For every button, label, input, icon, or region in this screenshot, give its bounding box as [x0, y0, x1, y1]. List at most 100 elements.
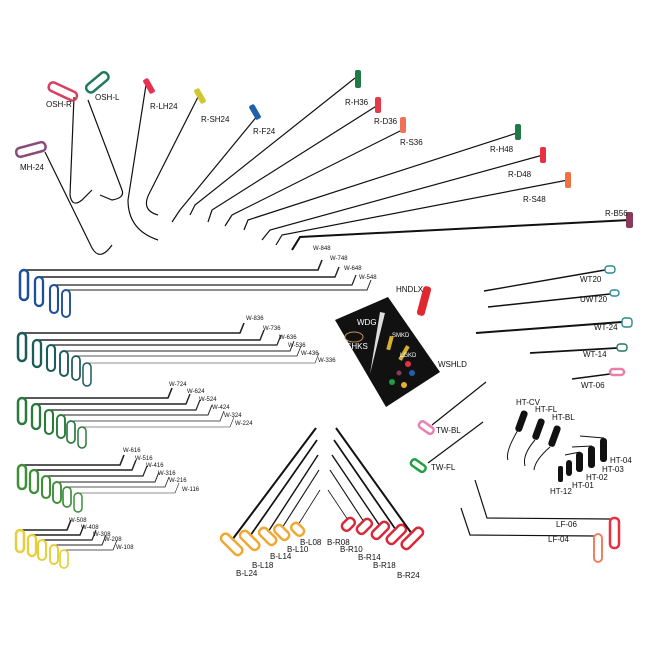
blade-rod-handle [289, 521, 306, 538]
blade-rod-label: B-R14 [358, 553, 381, 562]
t-wrenches [409, 381, 487, 474]
handle-r-f24 [249, 104, 261, 120]
wire-rod-shaft [76, 345, 302, 357]
whale-tail-label: WT-06 [581, 381, 605, 390]
wire-rod-handle [40, 474, 52, 500]
rod-r-sh24 [145, 96, 199, 216]
wire-rod-shaft [64, 340, 295, 352]
wire-rod-label: W-108 [116, 545, 134, 551]
blade-rod-shaft [267, 454, 319, 533]
rod-label: R-H36 [345, 98, 369, 107]
wire-rod-label: W-116 [182, 487, 200, 493]
handle-r-lh24 [143, 78, 155, 94]
wire-rod-handle [82, 362, 92, 387]
blade-rod-handle [238, 529, 261, 552]
kit-label: WDG [357, 318, 377, 327]
wire-rod-handle [62, 486, 72, 508]
kit-label: LGKD [400, 353, 417, 359]
rod-r-b56 [291, 219, 631, 251]
wire-rod-shaft [78, 482, 180, 494]
wire-rod-shaft [24, 259, 323, 271]
wire-rod-label: W-216 [169, 478, 187, 484]
wire-rod-shaft [46, 465, 148, 477]
blade-rod-handle [355, 517, 374, 536]
wire-rod-handle [45, 343, 57, 373]
wire-rod-shaft [34, 459, 137, 471]
rod-label: R-F24 [253, 127, 276, 136]
rod-label: R-B56 [605, 209, 628, 218]
wire-rod-handle [33, 275, 45, 308]
kit-label: WSHLD [438, 360, 467, 369]
hand-tool-label: HT-04 [610, 456, 632, 465]
whale-tail-label: WT20 [580, 275, 602, 284]
blade-rod-handle [385, 523, 408, 546]
wire-rod-shaft [87, 352, 320, 364]
wire-rod-handle [30, 402, 42, 431]
wire-rod-handle [59, 350, 69, 377]
rod-label: R-H48 [490, 145, 514, 154]
wire-rod-handle [59, 549, 69, 569]
handle-r-d36 [375, 97, 381, 113]
blade-rod-label: B-R18 [373, 561, 396, 570]
wire-rod-handle [31, 338, 43, 369]
rod-r-h36 [189, 77, 356, 216]
rod-r-s36 [224, 129, 403, 227]
rod-label: OSH-L [95, 93, 120, 102]
wire-rod-label: W-536 [288, 343, 306, 349]
wire-rod-label: W-516 [135, 456, 153, 462]
wire-rod-shaft [54, 534, 107, 546]
blade-rod-handle [400, 526, 425, 551]
wire-rod-shaft [22, 322, 245, 334]
rod-label: MH-24 [20, 163, 45, 172]
handle-mh-24 [14, 140, 47, 159]
wire-rod-label: W-836 [246, 316, 264, 322]
wire-rod-handle [49, 544, 59, 565]
hand-tool-label: HT-FL [535, 405, 558, 414]
whale-tails [475, 265, 633, 380]
wire-rod-handle [73, 492, 83, 513]
wire-rod-shaft [71, 410, 225, 422]
hand-tool-label: HT-CV [516, 398, 540, 407]
rod-r-d36 [207, 104, 379, 223]
blade-rod-label: B-R24 [397, 571, 420, 580]
wire-rod-label: W-848 [313, 246, 331, 252]
wire-rod-shaft [54, 274, 357, 286]
rod-label: R-SH24 [201, 115, 230, 124]
handle-r-h48 [515, 124, 521, 140]
wire-rod-shaft [20, 519, 72, 531]
hand-tool-label: HT-02 [586, 473, 608, 482]
wire-rod-shaft [61, 404, 213, 416]
rod-label: R-D48 [508, 170, 532, 179]
small-knockdown [386, 335, 394, 351]
kit-label: SHKS [346, 342, 368, 351]
t-wrench-label: TW-FL [431, 463, 456, 472]
wire-rod-shaft [37, 329, 265, 341]
rod-r-s48 [275, 179, 569, 246]
rod-mh-24 [44, 151, 113, 255]
blade-rod-shaft [231, 427, 317, 541]
wire-rod-label: W-636 [279, 335, 297, 341]
wire-rod-label: W-724 [169, 382, 187, 388]
wire-rod-shaft [66, 279, 372, 291]
lf-rod-label: LF-06 [556, 520, 577, 529]
kit-label: SMKD [392, 333, 410, 339]
blade-rod-label: B-L24 [236, 569, 258, 578]
wire-rod-label: W-748 [330, 256, 348, 262]
wire-rod-handle [16, 331, 28, 363]
blade-rod-shaft [331, 454, 381, 527]
wire-rod-shaft [57, 471, 160, 483]
wire-rod-handle [16, 463, 28, 491]
blade-rod-label: B-L14 [270, 552, 292, 561]
wire-rod-shaft [32, 524, 85, 536]
handle-osh-l [84, 70, 110, 94]
wire-rod-shaft [64, 539, 118, 551]
blade-rod-handle [370, 520, 391, 541]
lf-rod-label: LF-04 [548, 535, 569, 544]
wedge-tool [370, 312, 385, 374]
blade-rod-label: B-L08 [300, 538, 322, 547]
rod-label: R-S36 [400, 138, 423, 147]
wire-rod-label: W-508 [69, 518, 87, 524]
rod-r-f24 [171, 114, 259, 223]
blade-rod-shaft [329, 469, 365, 523]
